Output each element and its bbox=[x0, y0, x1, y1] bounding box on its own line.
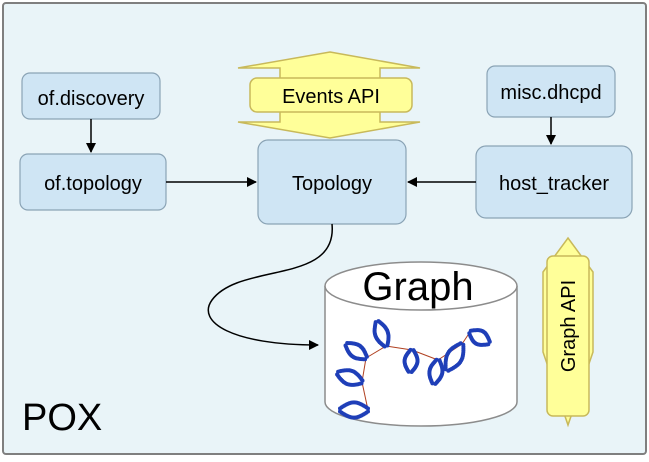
node-of-topology-label: of.topology bbox=[44, 173, 142, 195]
graph-node-dot bbox=[343, 343, 348, 348]
graph-node-dot bbox=[373, 320, 378, 325]
graph-node-dot bbox=[446, 368, 451, 373]
events-api-arrow: Events API bbox=[237, 51, 421, 139]
graph-node-dot bbox=[409, 370, 414, 374]
graph-api-arrow: Graph API bbox=[542, 236, 594, 428]
pox-label: POX bbox=[22, 397, 102, 439]
graph-node-dot bbox=[487, 339, 492, 344]
graph-network-illustration bbox=[335, 319, 492, 420]
graph-edge bbox=[365, 345, 387, 359]
node-host-tracker: host_tracker bbox=[475, 145, 633, 219]
graph-edge bbox=[385, 345, 413, 351]
graph-api-label: Graph API bbox=[558, 280, 580, 372]
node-topology: Topology bbox=[257, 139, 407, 225]
graph-edge bbox=[361, 381, 369, 411]
graph-node-dot bbox=[433, 381, 438, 386]
graph-node-dot bbox=[338, 409, 342, 414]
graph-node-dot bbox=[338, 406, 342, 411]
graph-node-dot bbox=[406, 369, 411, 374]
node-misc-dhcpd-label: misc.dhcpd bbox=[500, 82, 601, 104]
events-api-label: Events API bbox=[282, 86, 380, 108]
node-misc-dhcpd: misc.dhcpd bbox=[486, 65, 616, 118]
node-host-tracker-label: host_tracker bbox=[499, 173, 609, 195]
node-of-discovery: of.discovery bbox=[21, 72, 161, 120]
graph-node-dot bbox=[335, 372, 340, 377]
graph-store-cylinder: Graph bbox=[324, 261, 518, 427]
node-of-topology: of.topology bbox=[19, 153, 167, 211]
edge-topology-to-graph bbox=[207, 223, 333, 350]
node-of-discovery-label: of.discovery bbox=[38, 88, 145, 110]
node-topology-label: Topology bbox=[292, 173, 372, 195]
graph-store-label: Graph bbox=[362, 265, 473, 309]
